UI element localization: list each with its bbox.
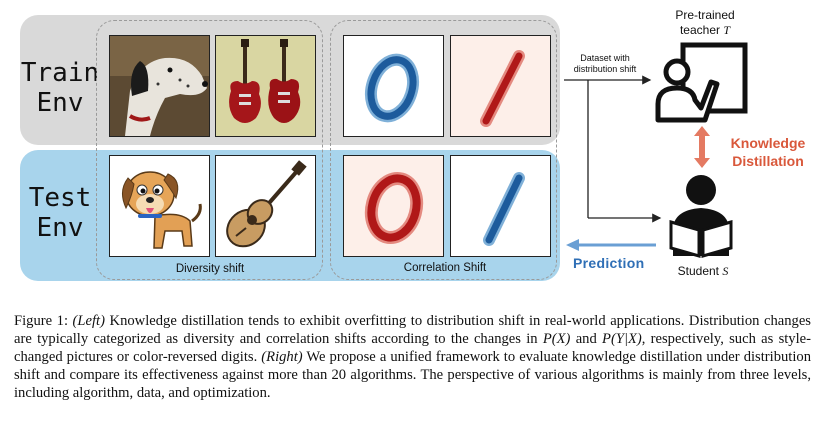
knowledge-distillation-arrow — [694, 126, 710, 168]
teacher-label: Pre-trained teacher T — [675, 8, 735, 37]
guitar-photo-panel — [215, 35, 316, 137]
diversity-shift-group — [96, 20, 323, 280]
correlation-shift-group — [330, 20, 557, 280]
guitar-sketch-panel — [215, 155, 316, 257]
cartoon-dog-panel — [109, 155, 210, 257]
prediction-arrow — [566, 239, 656, 251]
digit-zero-icon — [344, 156, 443, 256]
dog-photo-panel — [109, 35, 210, 137]
student-reading-icon — [669, 175, 733, 258]
test-digit-zero-panel — [343, 155, 444, 257]
knowledge-distillation-label: Knowledge Distillation — [730, 135, 806, 169]
student-label: Student S — [677, 264, 729, 278]
digit-one-icon — [451, 36, 550, 136]
caption-right-tag: (Right) — [261, 349, 303, 365]
prediction-label: Prediction — [573, 255, 645, 271]
train-digit-zero-panel — [343, 35, 444, 137]
caption-left-tag: (Left) — [72, 313, 105, 329]
acoustic-guitar-sketch-icon — [216, 156, 315, 256]
digit-zero-icon — [344, 36, 443, 136]
cartoon-dog-icon — [110, 156, 209, 256]
dataflow-arrows — [564, 75, 662, 223]
train-digit-one-panel — [450, 35, 551, 137]
diversity-shift-label: Diversity shift — [175, 263, 245, 275]
figure-caption: Figure 1: (Left) Knowledge distillation … — [14, 313, 812, 401]
electric-guitar-icon — [216, 36, 315, 136]
teacher-icon — [655, 42, 748, 123]
caption-figure-label: Figure 1: — [14, 313, 68, 329]
test-digit-one-panel — [450, 155, 551, 257]
dataset-label: Dataset with distribution shift — [573, 53, 637, 74]
correlation-shift-label: Correlation Shift — [403, 262, 487, 274]
dog-photo-icon — [110, 36, 209, 136]
digit-one-icon — [451, 156, 550, 256]
